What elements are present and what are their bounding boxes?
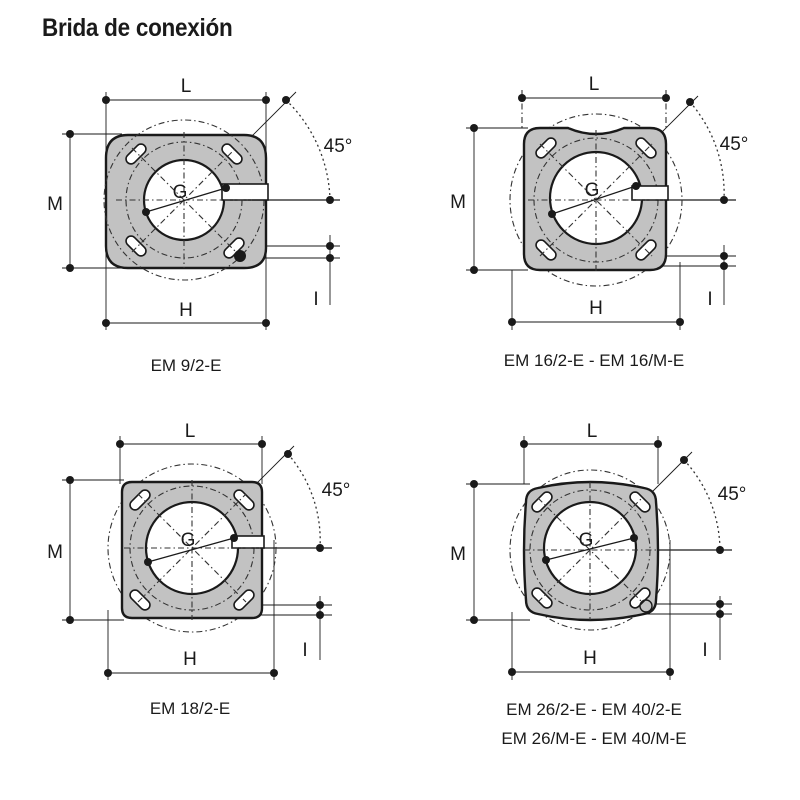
dimension-label-i: I <box>302 640 307 661</box>
dimension-label-h: H <box>179 300 193 321</box>
flange-caption-line-1: EM 26/2-E - EM 40/2-E <box>506 700 682 719</box>
angle-label: 45° <box>720 134 749 155</box>
angle-label: 45° <box>322 480 351 501</box>
dimension-label-l: L <box>181 76 192 97</box>
angle-label: 45° <box>718 484 747 505</box>
flange-caption: EM 16/2-E - EM 16/M-E <box>504 351 684 370</box>
flange-em-18-2-e: L M H I G 45° EM 18/2-E <box>47 421 350 718</box>
dimension-label-i: I <box>702 640 707 661</box>
dimension-label-h: H <box>583 648 597 669</box>
dimension-label-i: I <box>313 289 318 310</box>
dimension-label-g: G <box>579 530 594 551</box>
dimension-label-l: L <box>587 421 598 442</box>
dimension-label-g: G <box>585 180 600 201</box>
angle-label: 45° <box>324 136 353 157</box>
dimension-label-m: M <box>450 544 466 565</box>
flange-caption: EM 9/2-E <box>151 356 222 375</box>
dimension-label-l: L <box>185 421 196 442</box>
dimension-label-g: G <box>173 182 188 203</box>
flange-caption-line-2: EM 26/M-E - EM 40/M-E <box>501 729 686 748</box>
dimension-label-g: G <box>181 530 196 551</box>
flange-em-16-2-e: L M H I G 45° EM 16/2-E - EM 16/M-E <box>450 74 748 370</box>
flange-caption: EM 18/2-E <box>150 699 230 718</box>
dimension-label-h: H <box>589 298 603 319</box>
dimension-label-m: M <box>47 542 63 563</box>
flange-em-26-2-e: L M H I G 45° EM 26/2-E - EM 40/2-E EM 2… <box>450 421 746 748</box>
dimension-label-m: M <box>47 194 63 215</box>
page-title: Brida de conexión <box>42 14 233 42</box>
dimension-label-h: H <box>183 649 197 670</box>
dimension-label-m: M <box>450 192 466 213</box>
dimension-label-i: I <box>707 289 712 310</box>
flange-em-9-2-e: L M H I G 45° EM 9/2-E <box>47 76 352 375</box>
dimension-label-l: L <box>589 74 600 95</box>
